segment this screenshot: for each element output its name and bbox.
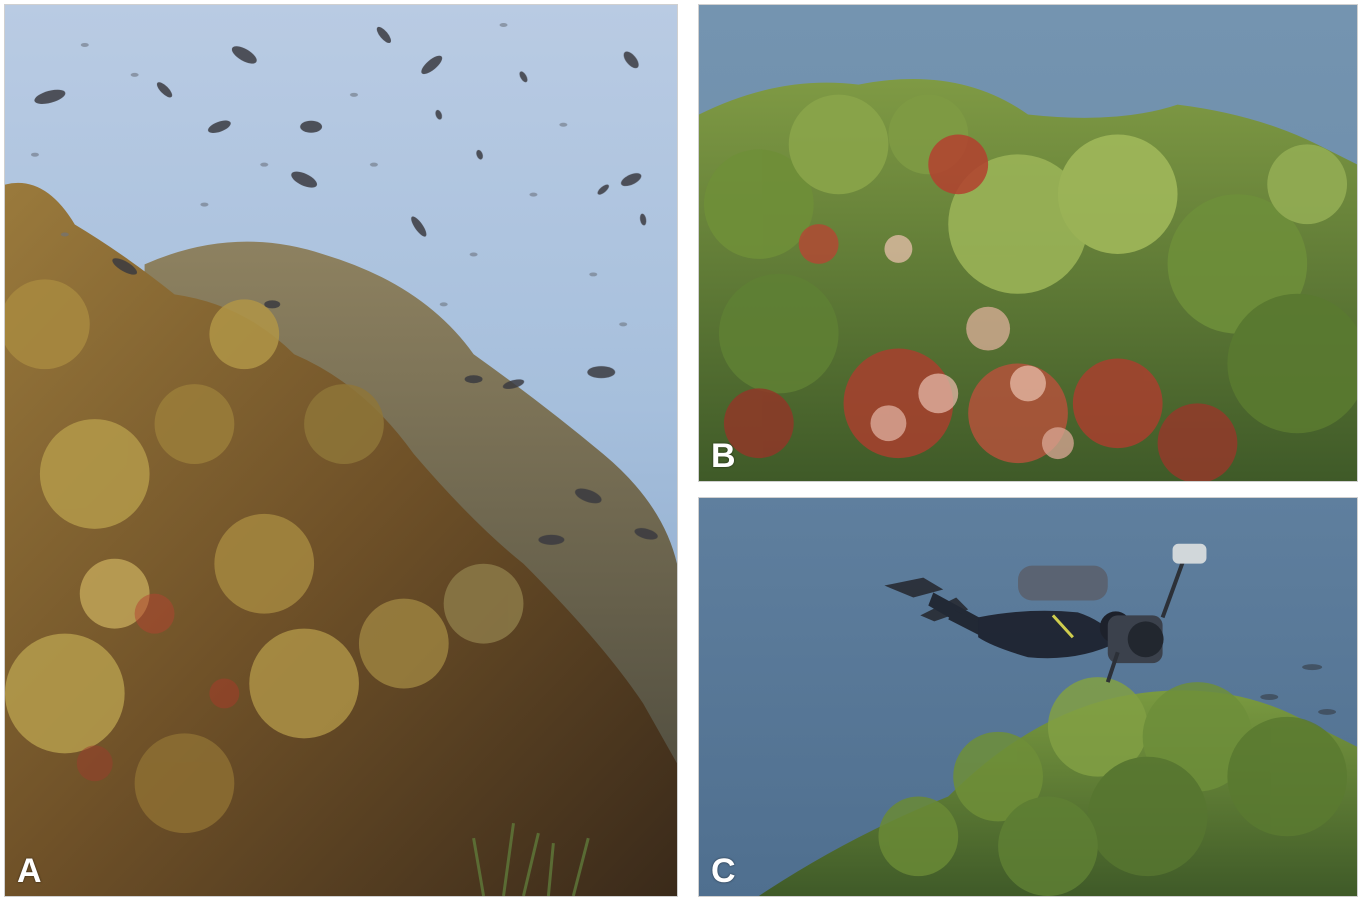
photo-panel-b: B <box>698 4 1358 482</box>
panel-label-b: B <box>711 437 736 475</box>
diver <box>884 543 1207 683</box>
panel-label-c: C <box>711 852 736 890</box>
photo-panel-a: A <box>4 4 678 897</box>
reef-fish-scene <box>5 5 677 896</box>
panel-label-a: A <box>17 852 42 890</box>
green-red-algae-scene <box>699 5 1357 481</box>
diver-algae-scene <box>699 498 1357 896</box>
photo-panel-c: C <box>698 497 1358 897</box>
